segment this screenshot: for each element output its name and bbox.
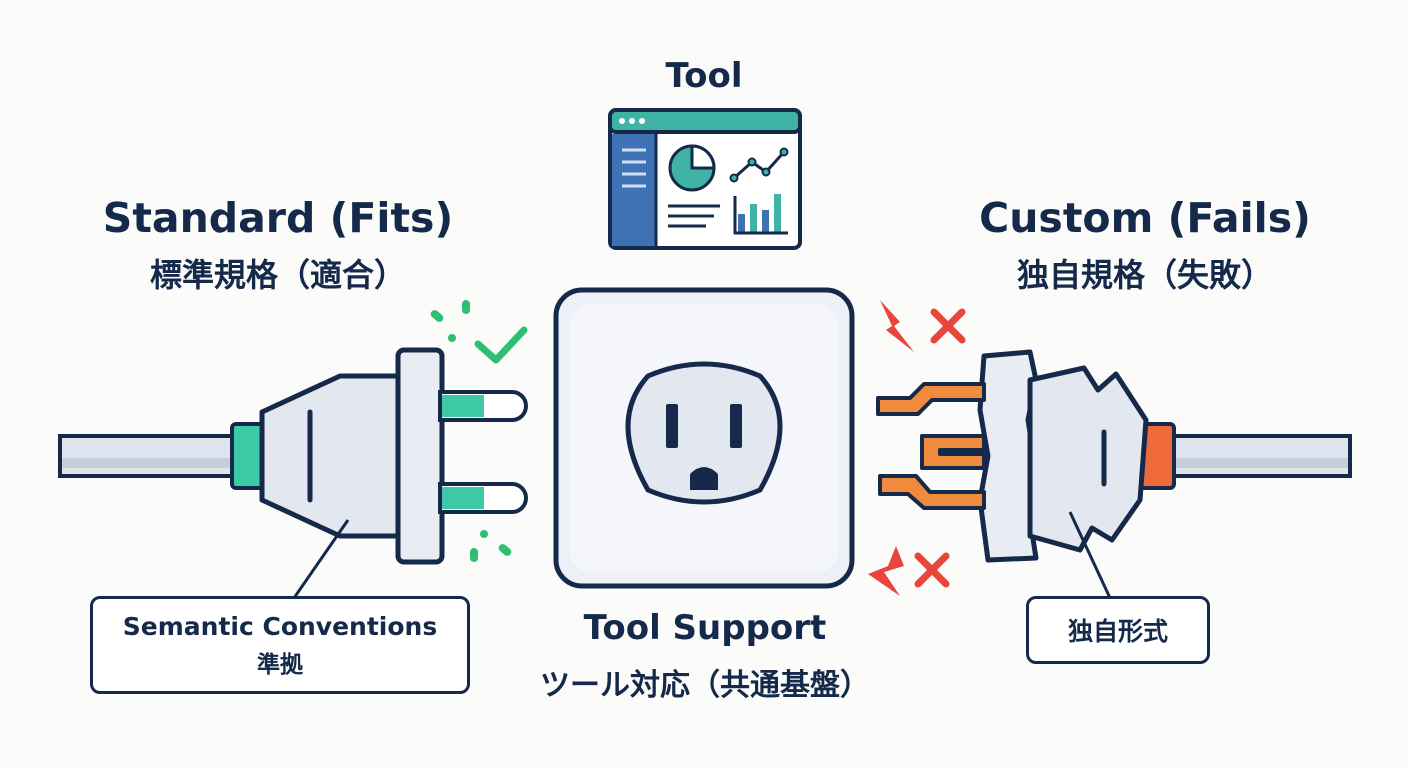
power-outlet-icon <box>553 287 855 589</box>
callout-left-line1: Semantic Conventions <box>122 611 438 641</box>
standard-title: Standard (Fits) <box>102 194 454 242</box>
lightning-icon <box>868 300 914 596</box>
x-mark-icon <box>914 308 966 588</box>
checkmark-icon <box>474 326 528 364</box>
dashboard-window-icon <box>608 108 802 250</box>
custom-format-callout: 独自形式 <box>1026 596 1210 664</box>
semantic-conventions-callout: Semantic Conventions 準拠 <box>90 596 470 694</box>
standard-subtitle: 標準規格（適合） <box>149 256 406 294</box>
callout-left-line2: 準拠 <box>257 651 303 678</box>
success-sparkles <box>430 300 512 562</box>
custom-subtitle: 独自規格（失敗） <box>1016 256 1273 294</box>
broken-plug-icon <box>876 349 1352 599</box>
support-title: Tool Support <box>583 608 827 648</box>
standard-plug-icon <box>58 347 528 599</box>
tool-label: Tool <box>665 56 743 96</box>
support-subtitle: ツール対応（共通基盤） <box>540 668 870 703</box>
callout-right-label: 独自形式 <box>1067 617 1168 646</box>
custom-title: Custom (Fails) <box>979 194 1311 242</box>
